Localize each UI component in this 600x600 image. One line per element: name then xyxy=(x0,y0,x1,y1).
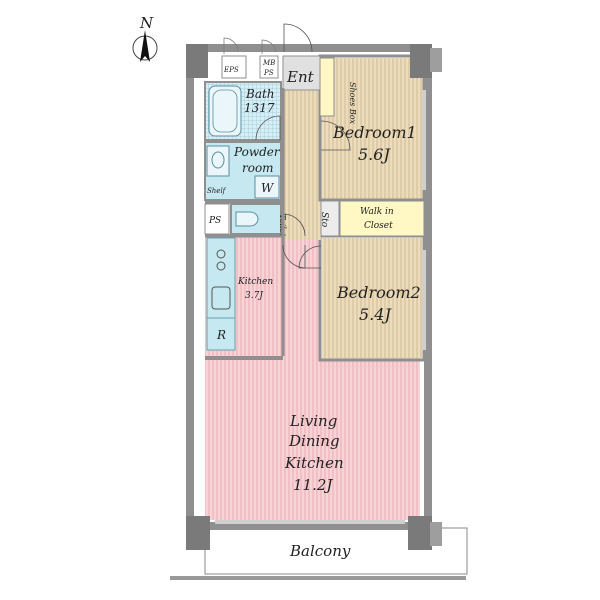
bedroom1-label: Bedroom1 xyxy=(332,123,417,142)
bedroom1-room xyxy=(321,58,424,200)
bedroom2-label: Bedroom2 xyxy=(336,283,421,302)
compass-arrow-icon xyxy=(140,30,150,62)
walk-in-closet-label-2: Closet xyxy=(364,221,393,231)
column-ne xyxy=(410,44,432,78)
washbasin-icon xyxy=(211,151,225,169)
eps-door[interactable] xyxy=(223,37,239,54)
column-se xyxy=(408,516,432,550)
mbps-label-2: PS xyxy=(263,69,274,77)
bath-door[interactable] xyxy=(255,115,281,141)
sink-icon xyxy=(211,286,231,310)
compass-north-letter: N xyxy=(139,14,154,32)
washer-label: W xyxy=(261,181,275,195)
mbps-shaft xyxy=(259,55,279,79)
ldk-label-living: Living xyxy=(289,412,337,430)
powder-room-label-1: Powder xyxy=(233,145,281,159)
ldk-door[interactable] xyxy=(282,244,306,269)
outer-walls xyxy=(186,44,432,530)
hallway xyxy=(283,88,321,240)
kitchen-label: Kitchen xyxy=(237,277,273,287)
mbps-door[interactable] xyxy=(261,39,277,54)
compass: N xyxy=(132,14,158,62)
bathtub-icon xyxy=(208,85,242,137)
ps-shaft xyxy=(204,203,230,235)
bedroom2-door[interactable] xyxy=(298,245,322,269)
column-nw xyxy=(186,44,208,78)
bath-label: Bath xyxy=(245,87,275,101)
refrigerator-space xyxy=(206,317,236,351)
bath-size: 1317 xyxy=(244,101,275,115)
walk-in-closet-label-1: Walk in xyxy=(360,207,394,217)
entrance xyxy=(282,55,321,91)
column-ne-fin xyxy=(430,48,442,72)
shoes-box-label: Shoes Box xyxy=(348,82,357,125)
bathtub-inner xyxy=(212,89,238,133)
ldk-room xyxy=(205,358,420,520)
refrigerator-label: R xyxy=(216,328,226,342)
ldk-label-dining: Dining xyxy=(288,432,340,450)
bedroom1-size: 5.6J xyxy=(358,145,391,164)
ldk-corridor xyxy=(283,240,321,360)
vanity xyxy=(206,145,230,177)
column-se-fin xyxy=(430,522,442,546)
toilet-icon xyxy=(235,211,259,227)
kitchen-size: 3.7J xyxy=(245,291,264,301)
bedroom2-size: 5.4J xyxy=(359,305,392,324)
bedroom1-door[interactable] xyxy=(320,120,351,151)
entrance-door[interactable] xyxy=(283,23,313,53)
balcony-label: Balcony xyxy=(289,542,351,560)
eps-shaft xyxy=(221,55,247,79)
ps-label: PS xyxy=(208,216,221,226)
powder-room-label-2: room xyxy=(242,161,274,175)
ldk-size: 11.2J xyxy=(293,476,333,494)
eps-label: EPS xyxy=(223,66,239,74)
shoes-box xyxy=(319,57,335,117)
stove-burner-icon xyxy=(216,249,226,259)
entrance-label: Ent xyxy=(286,68,315,86)
stove-burner-icon xyxy=(216,261,226,271)
shelf-label: Shelf xyxy=(207,187,227,195)
mbps-label-1: MB xyxy=(262,59,275,67)
column-sw xyxy=(186,516,210,550)
bedroom2-room xyxy=(322,238,422,358)
washer-space xyxy=(254,175,280,199)
storage-label: Sto xyxy=(319,212,329,228)
ldk-label-kitchen: Kitchen xyxy=(284,454,344,472)
